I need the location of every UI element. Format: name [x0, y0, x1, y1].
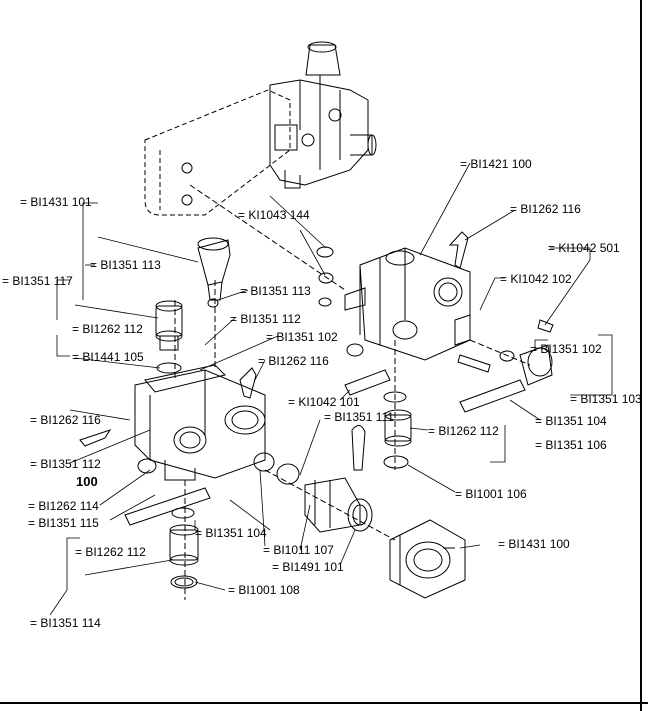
fitting-right-middle-part: [383, 391, 412, 469]
label-bi1351-106: = BI1351 106: [535, 438, 607, 452]
label-bi1351-115: = BI1351 115: [28, 516, 99, 530]
o-rings: [137, 246, 515, 485]
label-bi1262-116-b: = BI1262 116: [258, 354, 329, 368]
label-bi1431-101: = BI1431 101: [20, 195, 92, 209]
clips: [79, 231, 469, 471]
label-ki1042-101: = KI1042 101: [288, 395, 360, 409]
label-bi1262-114: = BI1262 114: [28, 499, 99, 513]
label-bi1351-104-b: = BI1351 104: [195, 526, 267, 540]
frame-border-bottom: [0, 702, 648, 704]
label-bi1351-103: = BI1351 103: [570, 392, 642, 406]
pump-part: [389, 519, 466, 599]
sensor-right-part: [457, 319, 554, 386]
label-bi1441-105: = BI1441 105: [72, 350, 144, 364]
label-bi1351-112-a: = BI1351 112: [230, 312, 301, 326]
label-bi1351-102-b: = BI1351 102: [530, 342, 602, 356]
label-bi1351-102-a: = BI1351 102: [266, 330, 338, 344]
label-bi1262-112-a: = BI1262 112: [72, 322, 143, 336]
label-bi1351-113-a: = BI1351 113: [90, 258, 161, 272]
label-bi1262-116-a: = BI1262 116: [510, 202, 581, 216]
hydraulic-block-left-part: [134, 364, 266, 481]
label-bi1262-112-b: = BI1262 112: [428, 424, 499, 438]
label-bi1351-111: = BI1351 111: [324, 410, 394, 424]
heat-exchanger-part: [144, 89, 291, 216]
label-bi1351-117: = BI1351 117: [2, 274, 73, 288]
label-bi1421-100: = BI1421 100: [460, 157, 532, 171]
label-bi1491-101: = BI1491 101: [272, 560, 344, 574]
three-way-valve-part: [304, 477, 373, 533]
label-ki1042-501: = KI1042 501: [548, 241, 620, 255]
label-bi1351-112-b: = BI1351 112: [30, 457, 101, 471]
frame-border-right: [640, 0, 642, 711]
label-ki1043-144: = KI1043 144: [238, 208, 310, 222]
leader-lines: [49, 162, 613, 616]
label-bi1011-107: = BI1011 107: [263, 543, 334, 557]
cartridge-left-part: [155, 300, 183, 374]
label-ki1042-102: = KI1042 102: [500, 272, 572, 286]
label-bi1351-104-a: = BI1351 104: [535, 414, 607, 428]
fitting-bottom-left-part: [169, 507, 199, 589]
label-bi1001-108: = BI1001 108: [228, 583, 300, 597]
hydraulic-block-right-part: [344, 247, 471, 361]
label-bi1262-116-c: = BI1262 116: [30, 413, 101, 427]
label-bi1431-100: = BI1431 100: [498, 537, 570, 551]
gas-valve-part: [269, 41, 377, 189]
air-vent-part: [197, 237, 231, 301]
label-bi1351-113-b: = BI1351 113: [240, 284, 311, 298]
assembly-centre-lines: [174, 184, 531, 600]
label-bi1001-106: = BI1001 106: [455, 487, 527, 501]
label-bi1351-114: = BI1351 114: [30, 616, 101, 630]
label-bi1262-112-c: = BI1262 112: [75, 545, 146, 559]
figure-number: 100: [76, 474, 98, 489]
